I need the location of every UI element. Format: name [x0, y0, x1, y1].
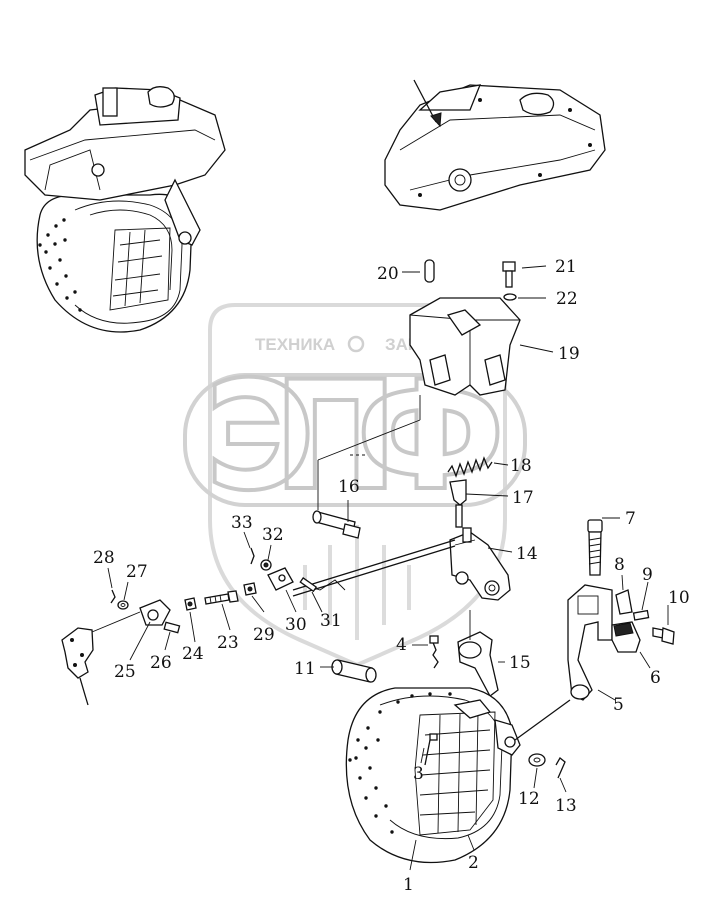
- linkage-rod: [292, 539, 456, 591]
- callout-9: 9: [642, 565, 653, 585]
- callout-21: 21: [555, 257, 577, 277]
- callout-11: 11: [294, 659, 316, 679]
- gear-icon: [347, 335, 365, 353]
- clevis-17: [449, 479, 467, 528]
- nut-29: [243, 582, 257, 596]
- bolt-10: [652, 627, 675, 645]
- plate-9: [632, 609, 650, 621]
- cotter-pin-13: [555, 757, 566, 779]
- callout-31: 31: [320, 611, 342, 631]
- cotter-pin-28: [110, 589, 116, 604]
- callout-24: 24: [182, 644, 204, 664]
- bracket-8: [615, 589, 633, 615]
- callout-16: 16: [338, 477, 360, 497]
- cotter-pin-33: [250, 547, 255, 565]
- bolt-23: [204, 590, 239, 605]
- callout-28: 28: [93, 548, 115, 568]
- watermark-left-text: ТЕХНИКА: [255, 335, 335, 354]
- callout-32: 32: [262, 525, 284, 545]
- callout-17: 17: [512, 488, 534, 508]
- pin-11: [331, 659, 377, 683]
- pin-31: [299, 577, 318, 593]
- callout-12: 12: [518, 789, 540, 809]
- bolt-7: [587, 519, 603, 576]
- cam-15: [457, 610, 499, 697]
- yoke-25: [139, 599, 171, 626]
- assembly-arrow: [413, 79, 437, 123]
- callout-7: 7: [625, 509, 636, 529]
- block-6: [611, 621, 641, 653]
- callout-15: 15: [509, 653, 531, 673]
- callout-4: 4: [396, 635, 407, 655]
- washer-12: [528, 753, 546, 767]
- lever-bracket: [61, 611, 141, 706]
- callout-6: 6: [650, 668, 661, 688]
- pin-26: [163, 621, 181, 634]
- washer-32: [260, 559, 272, 571]
- callout-18: 18: [510, 456, 532, 476]
- callout-25: 25: [114, 662, 136, 682]
- callout-1: 1: [403, 875, 414, 895]
- bolt-4: [429, 635, 439, 669]
- bolt-3: [424, 733, 438, 766]
- link-rod-5: [567, 584, 613, 701]
- callout-26: 26: [150, 653, 172, 673]
- callout-10: 10: [668, 588, 690, 608]
- brake-band-1: [345, 687, 571, 864]
- callout-13: 13: [555, 796, 577, 816]
- callout-23: 23: [217, 633, 239, 653]
- assembled-brake-unit: [24, 86, 226, 333]
- callout-8: 8: [614, 555, 625, 575]
- shaft-16: [312, 510, 361, 539]
- gearbox-cover: [384, 79, 606, 211]
- callout-labels: 1 2 3 4 5 6 7 8 9 10 11 12 13 14 15 16 1…: [93, 257, 690, 895]
- wheat-icon: [303, 525, 411, 640]
- nut-24: [184, 597, 197, 611]
- band-lining-holes: [38, 218, 82, 312]
- callout-33: 33: [231, 513, 253, 533]
- bolt-21: [502, 261, 516, 288]
- washer-22: [503, 293, 517, 301]
- band-lining-holes-lower: [348, 692, 452, 834]
- clevis-30: [267, 567, 294, 591]
- callout-20: 20: [377, 264, 399, 284]
- watermark-band: [183, 373, 527, 507]
- lever-14: [449, 527, 511, 601]
- callout-19: 19: [558, 344, 580, 364]
- washer-27: [117, 600, 129, 610]
- spring-18: [447, 456, 493, 478]
- callout-22: 22: [556, 289, 578, 309]
- pin-20: [424, 259, 435, 283]
- callout-5: 5: [613, 695, 624, 715]
- callout-3: 3: [413, 764, 424, 784]
- leader-lines: [107, 265, 669, 871]
- bracket-assembly: [317, 259, 521, 510]
- callout-27: 27: [126, 562, 148, 582]
- callout-30: 30: [285, 615, 307, 635]
- callout-29: 29: [253, 625, 275, 645]
- callout-14: 14: [516, 544, 538, 564]
- callout-2: 2: [468, 853, 479, 873]
